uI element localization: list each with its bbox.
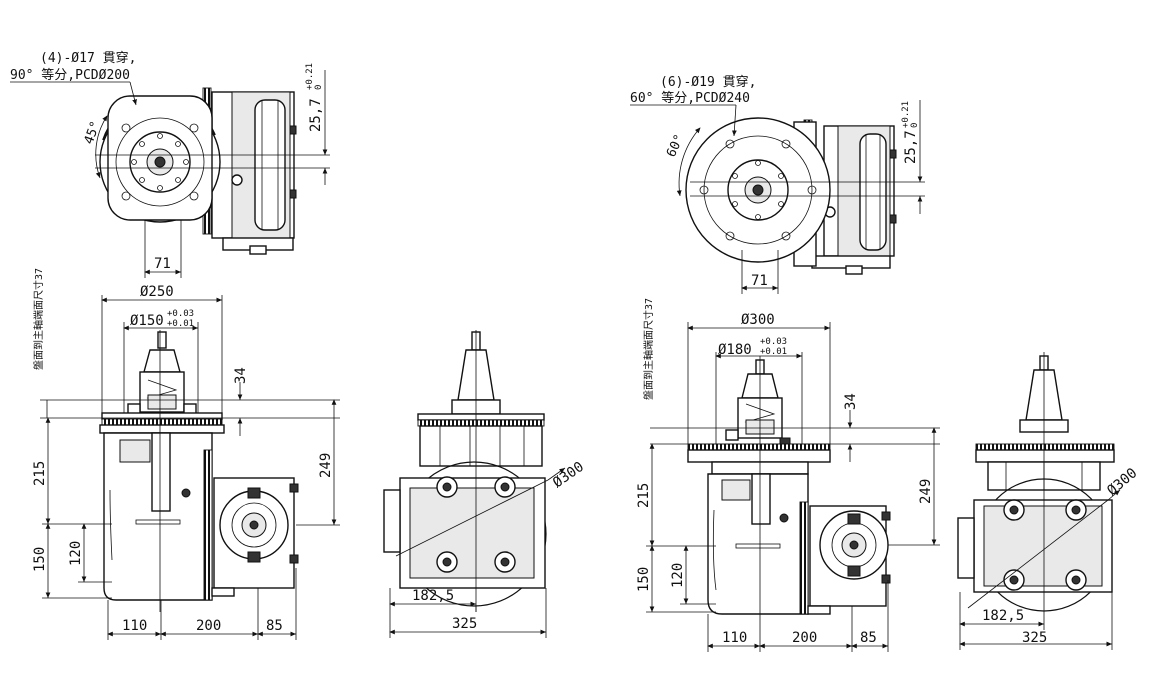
left-top-view: 45° (4)-Ø17 貫穿, 90° 等分,PCDØ200 25,7 +0.2… [10, 50, 330, 278]
right-bolt-holes [699, 139, 817, 241]
right-bolt-note-line1: (6)-Ø19 貫穿, [660, 74, 756, 90]
grease-plug-icon [231, 174, 243, 186]
right-offset-tol-upper: +0.21 [901, 101, 911, 128]
right-width-dim: 71 [751, 273, 768, 289]
right-bolt-note-line2: 60° 等分,PCDØ240 [630, 90, 750, 106]
bolt-holes [121, 123, 199, 201]
right-dim-249: 249 [918, 479, 934, 504]
right-dim-200: 200 [792, 630, 817, 646]
left-bolt-note-line2: 90° 等分,PCDØ200 [10, 67, 130, 83]
left-dim-249: 249 [318, 453, 334, 478]
left-offset-tol-lower: 0 [314, 85, 324, 90]
left-dim-34: 34 [233, 367, 249, 384]
left-dim-110: 110 [122, 618, 147, 634]
right-end-dim-325: 325 [1022, 630, 1047, 646]
left-offset-dim: 25,7 [308, 98, 324, 132]
left-dim-215: 215 [32, 461, 48, 486]
left-vertical-note: 盤面到主軸端面尺寸37 [32, 268, 45, 370]
left-dia-inner-tol-upper: +0.03 [167, 309, 194, 319]
right-drawing: 60° (6)-Ø19 貫穿, 60° 等分,PCDØ240 25,7 +0.2… [630, 74, 1140, 652]
left-side-view: 盤面到主軸端面尺寸37 Ø250 Ø150 +0.03 +0.01 [32, 268, 340, 640]
left-bolt-note-line1: (4)-Ø17 貫穿, [40, 50, 136, 66]
left-width-dim: 71 [154, 256, 171, 272]
right-vertical-note: 盤面到主軸端面尺寸37 [642, 298, 655, 400]
right-top-view: 60° (6)-Ø19 貫穿, 60° 等分,PCDØ240 25,7 +0.2… [630, 74, 925, 294]
right-dim-34: 34 [843, 393, 859, 410]
left-dim-150: 150 [32, 547, 48, 572]
right-side-view: 盤面到主軸端面尺寸37 Ø300 Ø180 +0.03 +0.01 [636, 298, 940, 652]
left-dia-inner: Ø150 [130, 313, 164, 329]
left-dim-85: 85 [266, 618, 283, 634]
left-dia-outer: Ø250 [140, 284, 174, 300]
right-dim-150: 150 [636, 567, 652, 592]
left-offset-tol-upper: +0.21 [305, 63, 315, 90]
left-end-view: Ø300 182,5 325 [383, 330, 587, 638]
left-drawing: 45° (4)-Ø17 貫穿, 90° 等分,PCDØ200 25,7 +0.2… [10, 50, 587, 640]
right-offset-tol-lower: 0 [910, 123, 920, 128]
right-dia-outer: Ø300 [741, 312, 775, 328]
left-dia-inner-tol-lower: +0.01 [167, 319, 194, 329]
right-dia-inner: Ø180 [718, 342, 752, 358]
right-offset-dim: 25,7 [903, 130, 919, 164]
left-end-dim-182: 182,5 [412, 588, 454, 604]
right-dia-inner-tol-upper: +0.03 [760, 337, 787, 347]
right-end-dia: Ø300 [1104, 465, 1140, 499]
left-dim-200: 200 [196, 618, 221, 634]
right-end-dim-182: 182,5 [982, 608, 1024, 624]
left-end-dia: Ø300 [550, 459, 587, 491]
right-end-view: Ø300 182,5 325 [957, 352, 1140, 650]
right-dim-110: 110 [722, 630, 747, 646]
right-dim-85: 85 [860, 630, 877, 646]
left-angle-label: 45° [82, 119, 104, 146]
right-dim-120: 120 [670, 563, 686, 588]
left-end-dim-325: 325 [452, 616, 477, 632]
right-dia-inner-tol-lower: +0.01 [760, 347, 787, 357]
left-dim-120: 120 [68, 541, 84, 566]
right-dim-215: 215 [636, 483, 652, 508]
